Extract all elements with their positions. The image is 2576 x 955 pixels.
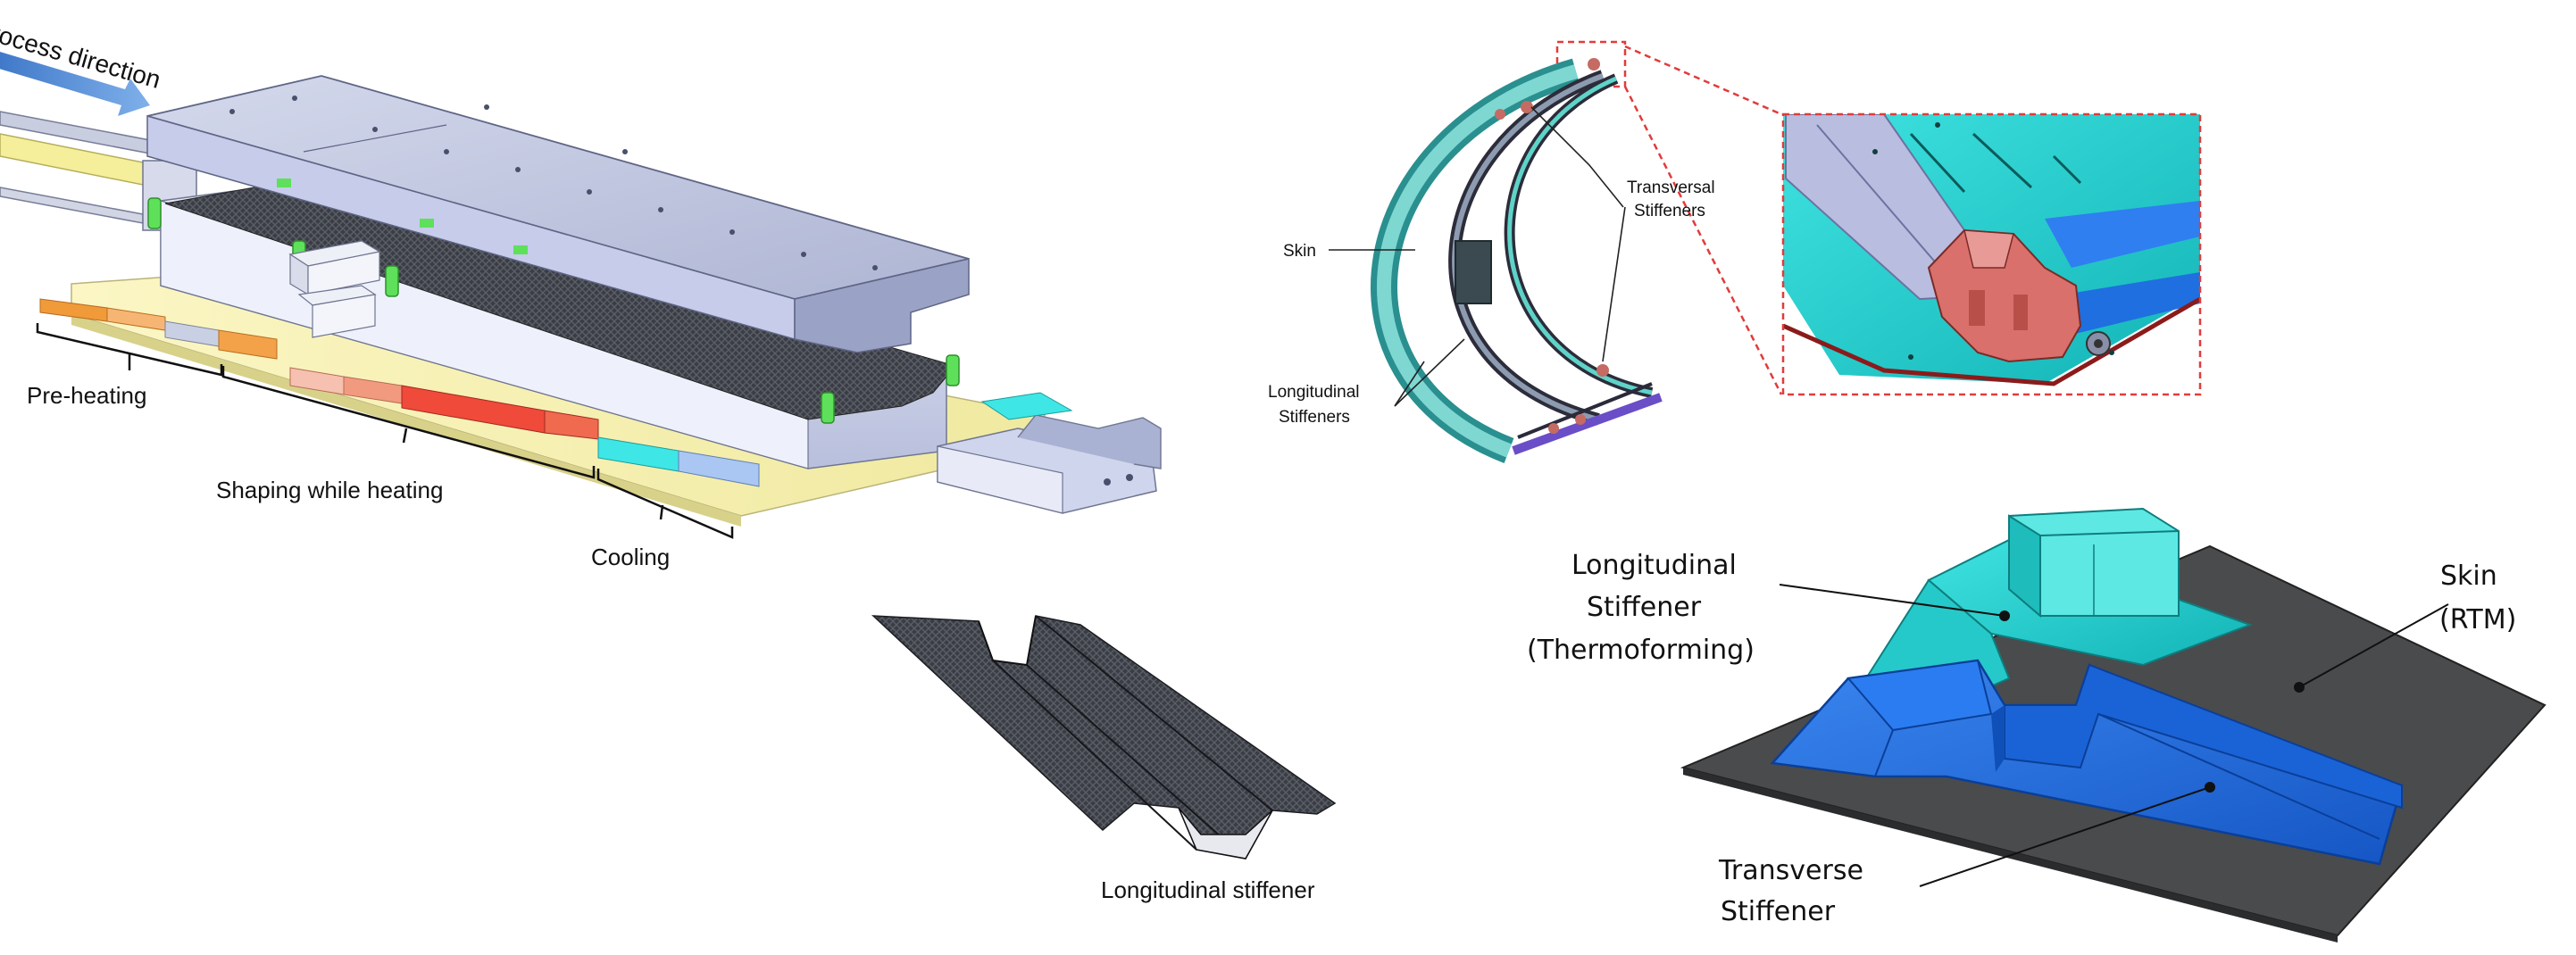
assembly-skin-label-2: (RTM) bbox=[2439, 604, 2516, 635]
preheating-bracket bbox=[36, 323, 223, 377]
output-part-fixture bbox=[937, 392, 1162, 514]
detail-callout-box bbox=[1555, 40, 1627, 88]
assembly-longitudinal-leader bbox=[1779, 584, 2005, 617]
assembly-longitudinal-label-3: (Thermoforming) bbox=[1527, 635, 1755, 666]
upper-die bbox=[146, 75, 970, 353]
transversal-leader bbox=[1530, 106, 1624, 208]
zone-brackets bbox=[36, 323, 734, 539]
small-tool-blocks bbox=[288, 240, 381, 338]
assembly-transverse-label-1: Transverse bbox=[1718, 855, 1863, 886]
thermoforming-line-illustration: Process direction Pre-heating Shaping wh… bbox=[0, 14, 1162, 570]
shaping-bracket bbox=[221, 366, 596, 479]
assembly-transverse-leader bbox=[1919, 786, 2211, 887]
transversal-stiffeners-label-1: Transversal bbox=[1627, 179, 1715, 197]
preheating-label: Pre-heating bbox=[27, 382, 146, 409]
assembly-skin-label-1: Skin bbox=[2440, 561, 2497, 592]
assembly-longitudinal-label-1: Longitudinal bbox=[1571, 550, 1737, 581]
feed-rails bbox=[0, 111, 197, 231]
fuselage-section-illustration: Skin Transversal Stiffeners Longitudinal… bbox=[1268, 40, 1783, 463]
red-bracket bbox=[1927, 228, 2111, 363]
process-direction-arrow bbox=[0, 52, 150, 116]
fuselage-skin-label: Skin bbox=[1283, 242, 1316, 261]
longitudinal-stiffeners-label-2: Stiffeners bbox=[1279, 408, 1350, 427]
cooling-bracket bbox=[596, 469, 734, 539]
assembly-longitudinal-label-2: Stiffener bbox=[1587, 592, 1702, 623]
assembly-illustration: Longitudinal Stiffener (Thermoforming) S… bbox=[1527, 507, 2547, 943]
longitudinal-stiffener-illustration: Longitudinal stiffener bbox=[871, 615, 1337, 903]
blue-stiffener bbox=[1770, 659, 2404, 866]
assembly-transverse-label-2: Stiffener bbox=[1721, 896, 1836, 927]
detail-frame bbox=[1781, 112, 2202, 396]
transversal-stiffeners-label-2: Stiffeners bbox=[1634, 202, 1705, 220]
cooling-label: Cooling bbox=[591, 544, 670, 570]
zone-strips bbox=[39, 298, 760, 487]
longitudinal-stiffeners-label-1: Longitudinal bbox=[1268, 383, 1359, 402]
part-label: Longitudinal stiffener bbox=[1101, 876, 1315, 903]
shaping-label: Shaping while heating bbox=[216, 477, 443, 503]
assembly-skin-leader bbox=[2298, 603, 2449, 688]
longitudinal-leader bbox=[1394, 338, 1465, 407]
bracket-detail-view bbox=[1781, 112, 2202, 396]
